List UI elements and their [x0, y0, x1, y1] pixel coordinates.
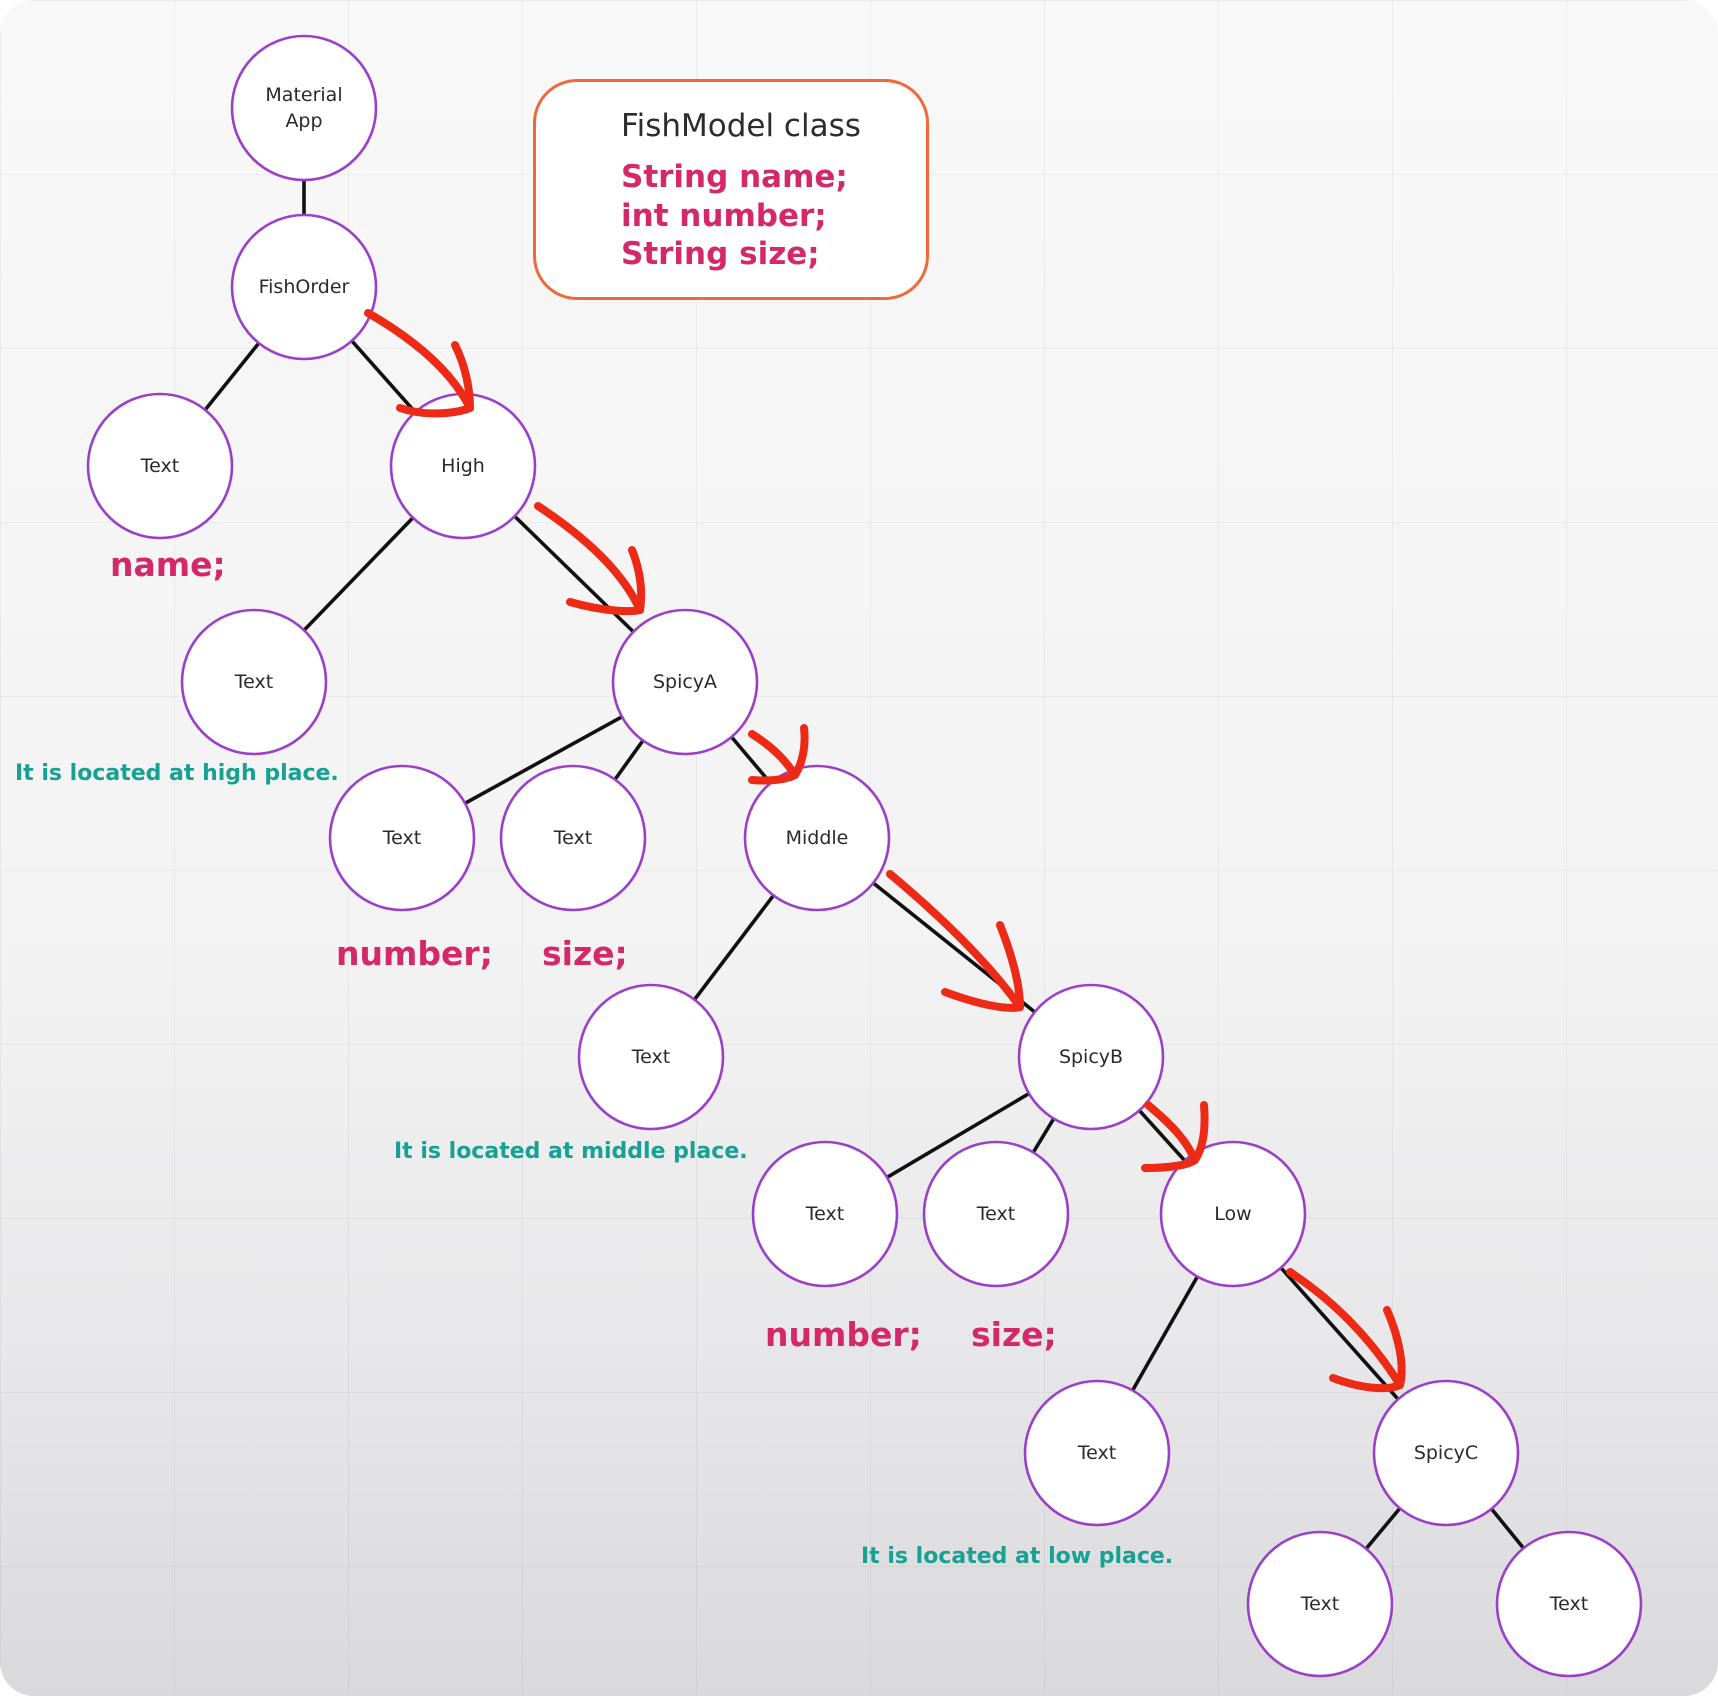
node-circle [751, 1140, 899, 1288]
name-label: name; [110, 545, 226, 584]
node-fish-order: FishOrder [230, 213, 378, 361]
node-label: Material [265, 84, 342, 106]
node-circle [1017, 983, 1165, 1131]
node-text-6: Text [751, 1140, 899, 1288]
field-name: String name; [621, 159, 848, 195]
node-label: Middle [786, 827, 849, 849]
size-label-2: size; [971, 1315, 1057, 1354]
field-size: String size; [621, 236, 820, 272]
node-high: High [389, 392, 537, 540]
arrow-head [941, 921, 1024, 1012]
node-label: SpicyA [653, 671, 717, 693]
node-circle [743, 764, 891, 912]
arrow-middle-to-spicy-b [886, 870, 1024, 1012]
node-text-5: Text [577, 983, 725, 1131]
node-text-4: Text [499, 764, 647, 912]
node-spicy-b: SpicyB [1017, 983, 1165, 1131]
arrow-shaft [364, 309, 474, 412]
low-place-note: It is located at low place. [861, 1544, 1174, 1569]
node-text-8: Text [1023, 1379, 1171, 1527]
node-label: Low [1214, 1203, 1251, 1225]
arrow-shaft [1144, 1101, 1199, 1164]
node-label: SpicyB [1059, 1046, 1123, 1068]
node-circle [86, 392, 234, 540]
node-circle [1159, 1140, 1307, 1288]
node-label: Text [382, 827, 421, 849]
high-place-note: It is located at high place. [15, 761, 339, 786]
arrow-high-to-spicy-a [534, 502, 646, 616]
node-label: FishOrder [259, 276, 350, 298]
arrow-shaft [534, 502, 644, 614]
node-label: Text [976, 1203, 1015, 1225]
node-label: Text [631, 1046, 670, 1068]
node-label: Text [1549, 1593, 1588, 1615]
node-label: App [285, 110, 322, 132]
node-label: Text [1077, 1442, 1116, 1464]
arrow-head [566, 546, 646, 616]
arrow-head [1329, 1306, 1406, 1393]
arrow-head [396, 341, 474, 418]
node-circle [230, 34, 378, 182]
number-label-2: number; [765, 1315, 922, 1354]
flow-arrows [364, 309, 1406, 1393]
number-label-1: number; [336, 934, 493, 973]
arrow-head [1141, 1101, 1209, 1172]
node-label: SpicyC [1414, 1442, 1478, 1464]
node-spicy-a: SpicyA [611, 608, 759, 756]
node-circle [230, 213, 378, 361]
arrow-shaft [1286, 1268, 1404, 1389]
middle-place-note: It is located at middle place. [394, 1139, 748, 1164]
node-circle [611, 608, 759, 756]
node-circle [1023, 1379, 1171, 1527]
node-circle [1372, 1379, 1520, 1527]
node-text-2: Text [180, 608, 328, 756]
node-text-7: Text [922, 1140, 1070, 1288]
class-title: FishModel class [621, 108, 861, 144]
node-text-3: Text [328, 764, 476, 912]
node-low: Low [1159, 1140, 1307, 1288]
node-circle [1246, 1530, 1394, 1678]
fish-model-class-box: FishModel class String name; int number;… [533, 79, 929, 300]
size-label-1: size; [542, 934, 628, 973]
node-label: Text [234, 671, 273, 693]
arrow-spicy-b-to-low [1141, 1101, 1209, 1172]
arrow-spicy-a-to-middle [748, 724, 809, 785]
node-text-1: Text [86, 392, 234, 540]
node-spicy-c: SpicyC [1372, 1379, 1520, 1527]
node-text-9: Text [1246, 1530, 1394, 1678]
node-label: Text [140, 455, 179, 477]
node-circle [577, 983, 725, 1131]
node-circle [180, 608, 328, 756]
node-label: Text [1300, 1593, 1339, 1615]
arrow-shaft [748, 730, 799, 779]
node-text-10: Text [1495, 1530, 1643, 1678]
node-label: Text [553, 827, 592, 849]
node-circle [1495, 1530, 1643, 1678]
field-number: int number; [621, 198, 827, 234]
node-circle [328, 764, 476, 912]
node-circle [922, 1140, 1070, 1288]
arrow-head [748, 724, 809, 785]
arrow-fish-order-to-high [364, 309, 474, 418]
node-circle [499, 764, 647, 912]
node-label: High [441, 455, 485, 477]
node-label: Text [805, 1203, 844, 1225]
node-middle: Middle [743, 764, 891, 912]
arrow-shaft [886, 870, 1024, 1011]
arrow-low-to-spicy-c [1286, 1268, 1406, 1393]
